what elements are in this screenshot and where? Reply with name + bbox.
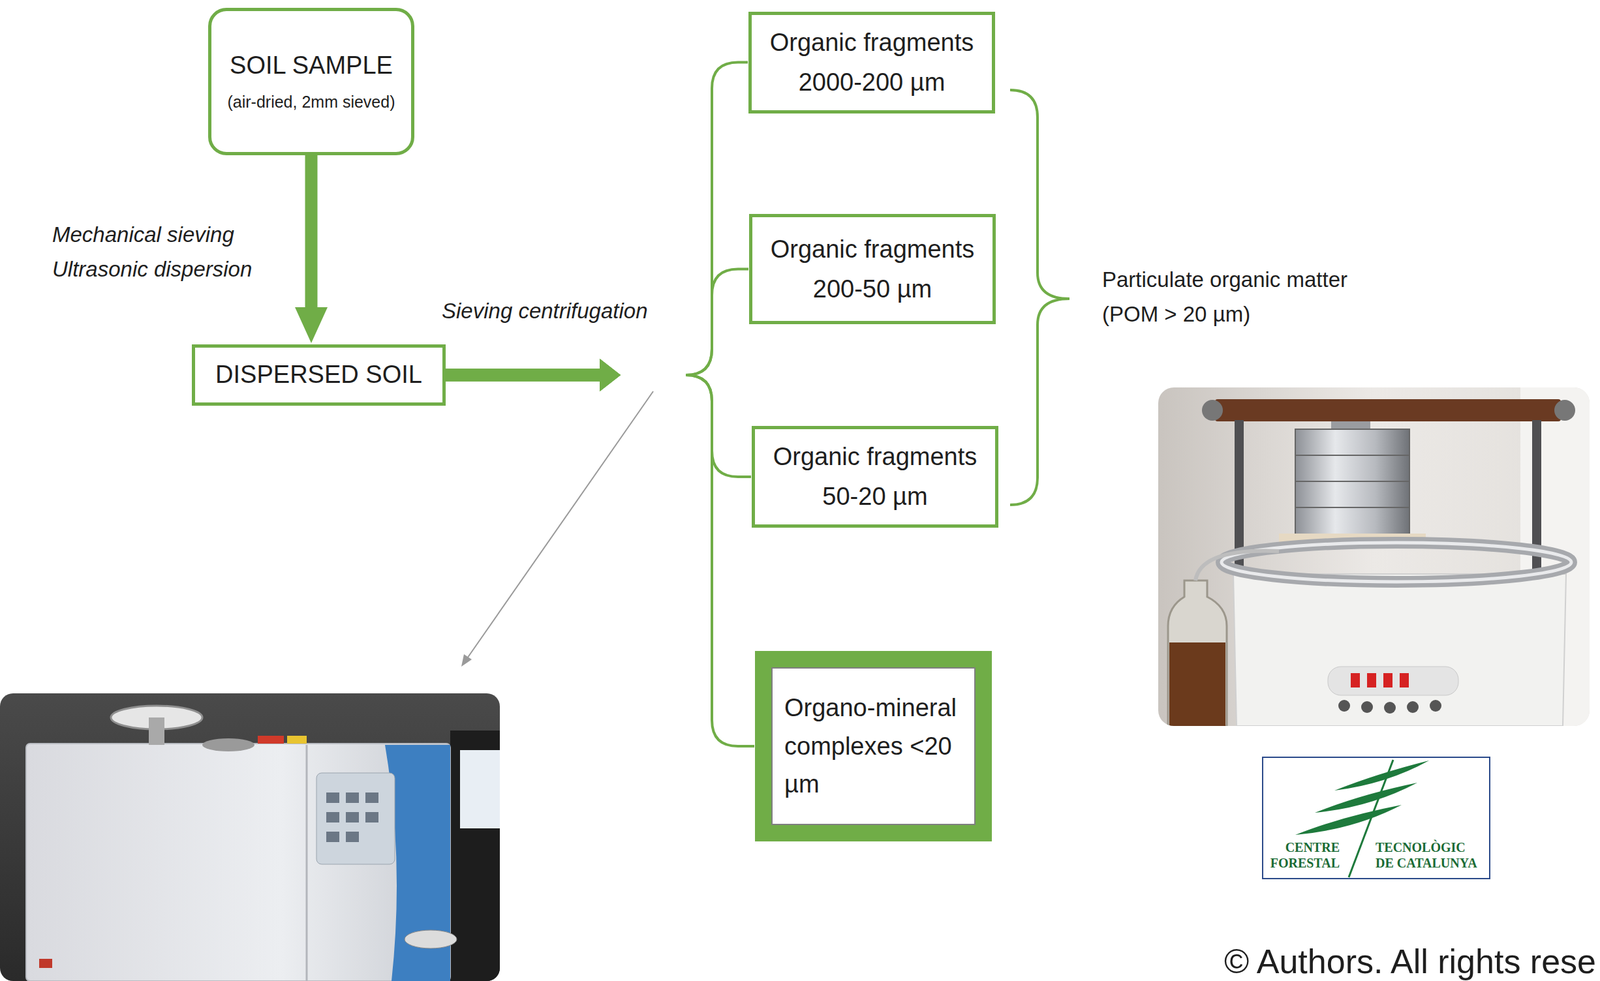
button: [1384, 702, 1396, 714]
steel-ring-highlight: [1221, 542, 1572, 583]
edge-label: Sieving centrifugation: [441, 297, 648, 326]
fraction-box: Organic fragments 50-20 µm: [751, 426, 999, 528]
leader-arrow: [465, 391, 654, 661]
photo-background: [0, 693, 500, 981]
key: [326, 831, 340, 843]
steel-ring: [1221, 542, 1572, 583]
yellow-tag: [287, 736, 307, 744]
curly-bracket: [1010, 90, 1070, 506]
fraction-box: Organic fragments 2000-200 µm: [748, 11, 996, 114]
display-digit: [1367, 673, 1377, 688]
red-tag: [257, 736, 284, 744]
bracket-branch: [685, 269, 749, 376]
sample-cup: [404, 930, 457, 949]
fraction-box: Organic fragments 200-50 µm: [749, 214, 996, 325]
connector-shaft: [305, 155, 318, 310]
annotation: Particulate organic matter (POM > 20 µm): [1102, 262, 1390, 333]
fraction-box-highlighted: Organo-mineral complexes <20 µm: [754, 651, 992, 842]
process-box: DISPERSED SOIL: [191, 344, 446, 406]
bracket-branch: [685, 62, 748, 376]
copyright-notice: © Authors. All rights rese: [1224, 943, 1597, 981]
monitor-screen: [460, 750, 500, 829]
connector: [294, 155, 328, 344]
fraction-label: Organic fragments 200-50 µm: [768, 229, 977, 310]
sieve: [1295, 429, 1410, 456]
sieve-shaker-photo: [1158, 387, 1590, 727]
edge-label: Mechanical sieving Ultrasonic dispersion: [52, 217, 275, 288]
inner-panel: Organo-mineral complexes <20 µm: [771, 667, 976, 826]
knob: [1554, 400, 1576, 421]
display-digit: [1350, 673, 1360, 688]
logo-box: CENTRE FORESTAL TECNOLÒGIC DE CATALUNYA: [1261, 756, 1491, 880]
arrowhead: [599, 358, 621, 392]
button: [1406, 701, 1419, 714]
fraction-label: Organo-mineral complexes <20 µm: [784, 689, 971, 805]
arrowhead: [599, 358, 621, 392]
logo-text: TECNOLÒGIC DE CATALUNYA: [1375, 839, 1484, 872]
key: [326, 792, 340, 804]
sieve: [1295, 507, 1410, 536]
shaker-base: [1233, 574, 1567, 727]
photo-background: [1158, 387, 1590, 727]
arrowhead: [599, 358, 621, 392]
logo-text: CENTRE FORESTAL: [1266, 839, 1340, 872]
autosampler-post: [148, 717, 165, 746]
leader-arrowhead: [461, 654, 472, 667]
connector: [445, 62, 748, 393]
bracket-branch: [685, 375, 752, 477]
bottle-liquid: [1169, 642, 1226, 727]
key: [345, 792, 359, 804]
button: [1429, 700, 1442, 712]
display-digit: [1399, 673, 1409, 688]
fraction-label: Organic fragments 2000-200 µm: [767, 22, 976, 103]
sample-box: SOIL SAMPLE (air-dried, 2mm sieved): [208, 7, 415, 156]
sieve: [1295, 481, 1410, 508]
knob: [1201, 400, 1223, 421]
logo-leaf: [1334, 760, 1430, 791]
box-subtitle: (air-dried, 2mm sieved): [227, 92, 395, 112]
injector-port: [202, 738, 255, 752]
key: [365, 812, 379, 823]
logo-leaf: [1295, 805, 1402, 836]
key: [365, 792, 379, 804]
analyser-body: [26, 743, 451, 981]
key: [326, 812, 340, 823]
box-title: DISPERSED SOIL: [215, 360, 423, 390]
bottle: [1168, 580, 1227, 727]
clamp-rod: [1532, 420, 1542, 584]
control-keypad: [316, 773, 395, 865]
key: [345, 812, 359, 823]
button: [1338, 700, 1351, 712]
bracket-branch: [685, 375, 755, 747]
display-digit: [1383, 673, 1393, 688]
fraction-label: Organic fragments 50-20 µm: [770, 437, 979, 517]
connector: [445, 269, 749, 393]
connector-shaft: [445, 369, 601, 382]
wooden-bar: [1215, 399, 1561, 422]
arrowhead: [294, 307, 328, 344]
connector: [445, 358, 755, 747]
connector-shaft: [445, 369, 601, 382]
connector-shaft: [445, 369, 601, 382]
button: [1361, 701, 1373, 714]
connector: [445, 358, 752, 477]
control-panel: [1327, 666, 1459, 696]
key: [345, 831, 359, 843]
connector-shaft: [445, 369, 601, 382]
box-title: SOIL SAMPLE: [229, 51, 393, 81]
arrowhead: [599, 358, 621, 392]
power-led: [39, 959, 53, 969]
monitor-edge: [450, 730, 500, 981]
panel-seam: [306, 745, 308, 981]
drain-tube: [1195, 551, 1279, 581]
sieve: [1295, 455, 1410, 482]
analyser-photo: [0, 693, 500, 981]
logo-leaf: [1314, 783, 1418, 814]
